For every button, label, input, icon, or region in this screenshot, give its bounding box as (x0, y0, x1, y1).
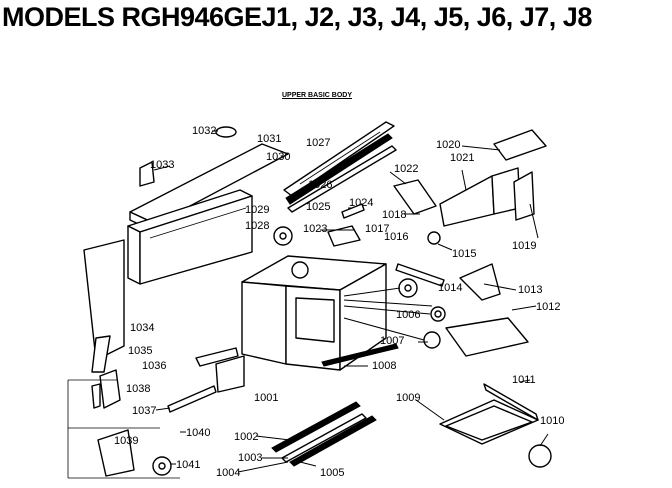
callout-1021: 1021 (450, 152, 474, 164)
callout-1025: 1025 (306, 201, 330, 213)
callout-1030: 1030 (266, 151, 290, 163)
callout-1015: 1015 (452, 248, 476, 260)
callout-1029: 1029 (245, 204, 269, 216)
callout-1022: 1022 (394, 163, 418, 175)
callout-1020: 1020 (436, 139, 460, 151)
callout-1027: 1027 (306, 137, 330, 149)
callout-1004: 1004 (216, 467, 240, 479)
callout-1034: 1034 (130, 322, 154, 334)
lower-parts (91, 343, 552, 477)
callout-1001: 1001 (254, 392, 278, 404)
callout-1019: 1019 (512, 240, 536, 252)
callout-1036: 1036 (142, 360, 166, 372)
callout-1018: 1018 (382, 209, 406, 221)
top-rail-assembly (283, 121, 397, 213)
callout-1008: 1008 (372, 360, 396, 372)
small-hardware (139, 126, 365, 246)
callout-1005: 1005 (320, 467, 344, 479)
callout-1037: 1037 (132, 405, 156, 417)
callout-1013: 1013 (518, 284, 542, 296)
upper-body-outer-case (83, 143, 289, 373)
callout-1026: 1026 (308, 179, 332, 191)
callout-1009: 1009 (396, 392, 420, 404)
callout-1017: 1017 (365, 223, 389, 235)
callout-1010: 1010 (540, 415, 564, 427)
callout-1031: 1031 (257, 133, 281, 145)
callout-1006: 1006 (396, 309, 420, 321)
callout-1038: 1038 (126, 383, 150, 395)
section-heading: UPPER BASIC BODY (282, 92, 353, 99)
callout-labels: 1032 1031 1030 1027 1020 1021 1033 1026 … (114, 125, 564, 479)
callout-1023: 1023 (303, 223, 327, 235)
callout-1028: 1028 (245, 220, 269, 232)
callout-1033: 1033 (150, 159, 174, 171)
callout-1014: 1014 (438, 282, 462, 294)
callout-1012: 1012 (536, 301, 560, 313)
callout-1011: 1011 (512, 374, 536, 386)
callout-1039: 1039 (114, 435, 138, 447)
callout-1007: 1007 (380, 335, 404, 347)
callout-1024: 1024 (349, 197, 373, 209)
diagram-title: MODELS RGH946GEJ1, J2, J3, J4, J5, J6, J… (2, 2, 592, 32)
callout-1002: 1002 (234, 431, 258, 443)
leader-lines (67, 130, 549, 479)
callout-1032: 1032 (192, 125, 216, 137)
callout-1035: 1035 (128, 345, 152, 357)
callout-1003: 1003 (238, 452, 262, 464)
center-housing (241, 225, 387, 371)
callout-1016: 1016 (384, 231, 408, 243)
callout-1040: 1040 (186, 427, 210, 439)
callout-1041: 1041 (176, 459, 200, 471)
right-hardware (343, 129, 547, 357)
